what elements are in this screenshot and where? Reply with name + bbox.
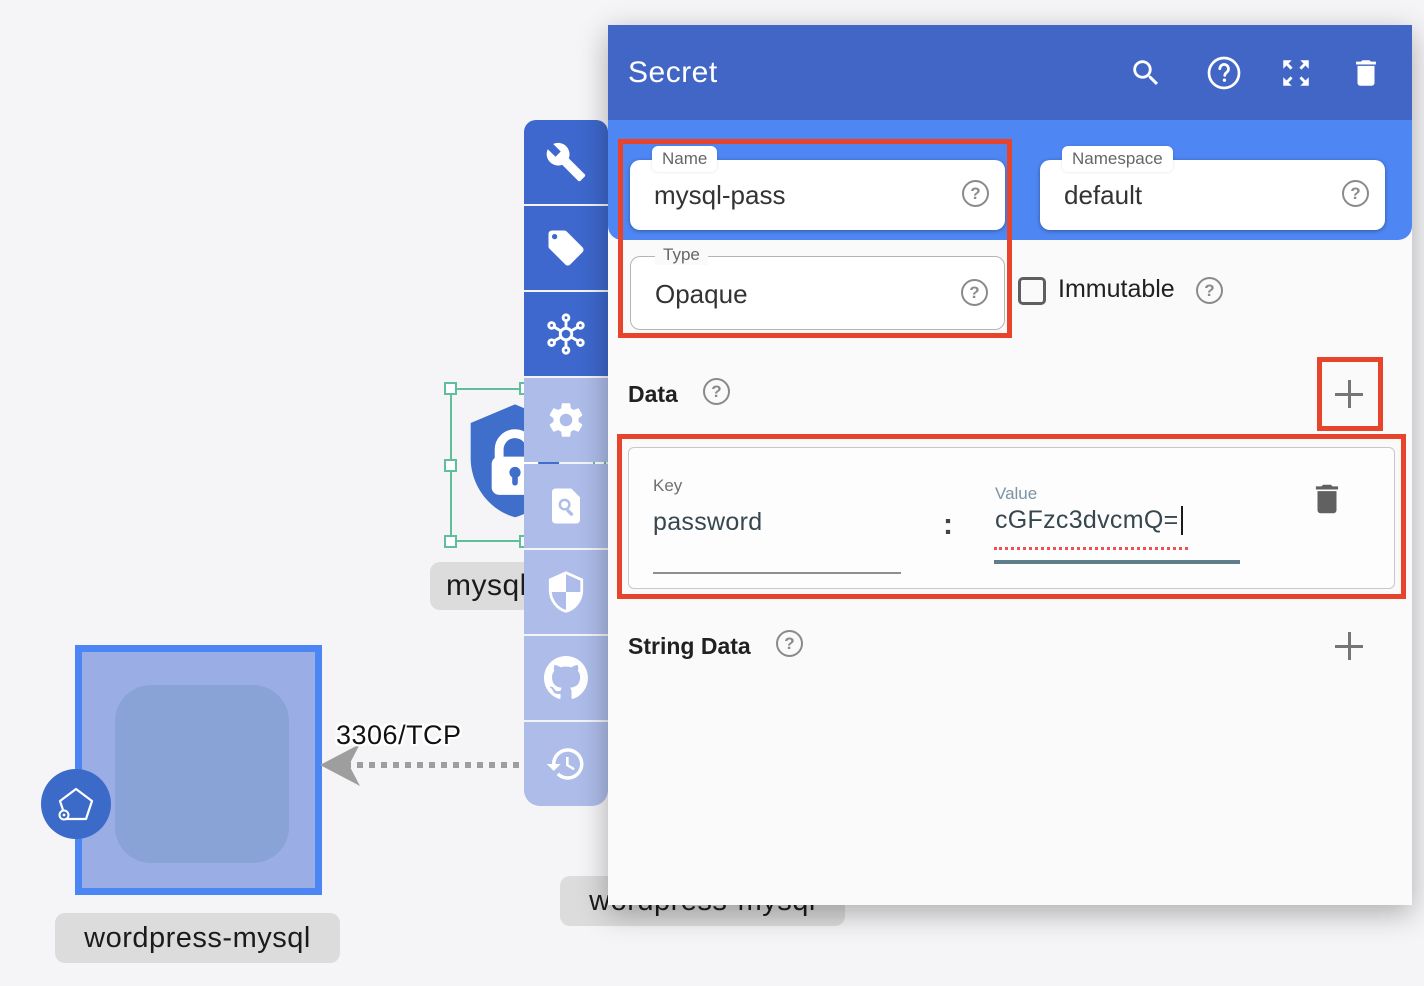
edge-port-label: 3306/TCP (336, 720, 462, 750)
search-button[interactable] (1128, 55, 1164, 91)
immutable-checkbox[interactable] (1018, 277, 1046, 305)
toolbar-item-settings[interactable] (524, 378, 608, 462)
type-help-icon[interactable]: ? (961, 279, 988, 306)
toolbar-item-security[interactable] (524, 550, 608, 634)
data-row: Key password : Value cGFzc3dvcmQ= (628, 447, 1395, 589)
edge-arrowhead-icon (320, 744, 362, 786)
toolbar-item-history[interactable] (524, 722, 608, 806)
namespace-field[interactable]: Namespace default ? (1040, 146, 1385, 230)
value-input[interactable]: cGFzc3dvcmQ= (995, 506, 1183, 535)
panel-header: Secret (608, 25, 1412, 120)
immutable-help-icon[interactable]: ? (1196, 277, 1223, 304)
shield-quarter-icon (545, 571, 587, 613)
data-help-icon[interactable]: ? (703, 378, 730, 405)
name-help-icon[interactable]: ? (962, 180, 989, 207)
history-icon (545, 743, 587, 785)
deployment-badge (41, 769, 111, 839)
type-field-label: Type (655, 245, 708, 265)
expand-icon (1279, 56, 1313, 90)
wordpress-mysql-node[interactable] (41, 645, 322, 895)
value-label: Value (995, 484, 1038, 503)
key-value-separator: : (943, 508, 953, 541)
type-field-value[interactable]: Opaque (655, 279, 748, 309)
immutable-label: Immutable (1058, 275, 1175, 303)
selection-handle-sw[interactable] (444, 535, 457, 548)
add-data-button[interactable] (1333, 378, 1365, 410)
toolbar-item-inspect[interactable] (524, 464, 608, 548)
file-search-icon (545, 485, 587, 527)
type-field[interactable]: Type Opaque ? (630, 245, 1005, 330)
name-field-label: Name (652, 146, 718, 172)
cluster-icon (543, 311, 589, 357)
name-field-value[interactable]: mysql-pass (654, 180, 786, 210)
wrench-icon (545, 141, 587, 183)
trash-icon (1308, 480, 1346, 518)
selection-handle-w[interactable] (444, 459, 457, 472)
toolbar-item-tools[interactable] (524, 120, 608, 204)
key-input[interactable]: password (653, 508, 763, 536)
toolbar-item-cluster[interactable] (524, 292, 608, 376)
toolbar-item-labels[interactable] (524, 206, 608, 290)
expand-button[interactable] (1278, 55, 1314, 91)
tag-icon (545, 227, 587, 269)
delete-data-row-button[interactable] (1308, 480, 1346, 518)
resource-toolbar (524, 120, 608, 808)
panel-title: Secret (628, 55, 718, 89)
value-spellcheck-underline (994, 544, 1188, 550)
delete-secret-button[interactable] (1348, 55, 1384, 91)
gear-icon (545, 399, 587, 441)
pentagon-icon (54, 782, 98, 826)
wordpress-mysql-node-inner (115, 685, 289, 863)
value-focus-underline (994, 560, 1240, 564)
selection-handle-nw[interactable] (444, 382, 457, 395)
data-section-title: Data (628, 381, 678, 407)
namespace-field-value[interactable]: default (1064, 180, 1143, 210)
wordpress-mysql-label: wordpress-mysql (55, 913, 340, 963)
panel-help-button[interactable] (1206, 55, 1242, 91)
search-icon (1129, 56, 1163, 90)
add-string-data-button[interactable] (1333, 630, 1365, 662)
key-underline (653, 572, 901, 574)
name-field[interactable]: Name mysql-pass ? (630, 146, 1005, 230)
help-icon (1206, 55, 1242, 91)
namespace-help-icon[interactable]: ? (1342, 180, 1369, 207)
github-icon (544, 656, 588, 700)
delete-icon (1349, 56, 1383, 90)
key-label: Key (653, 476, 683, 495)
edge-3306-line (345, 762, 527, 768)
string-data-help-icon[interactable]: ? (776, 630, 803, 657)
string-data-section-title: String Data (628, 633, 751, 659)
secret-detail-panel: Secret (608, 25, 1412, 905)
toolbar-item-github[interactable] (524, 636, 608, 720)
namespace-field-label: Namespace (1062, 146, 1173, 172)
